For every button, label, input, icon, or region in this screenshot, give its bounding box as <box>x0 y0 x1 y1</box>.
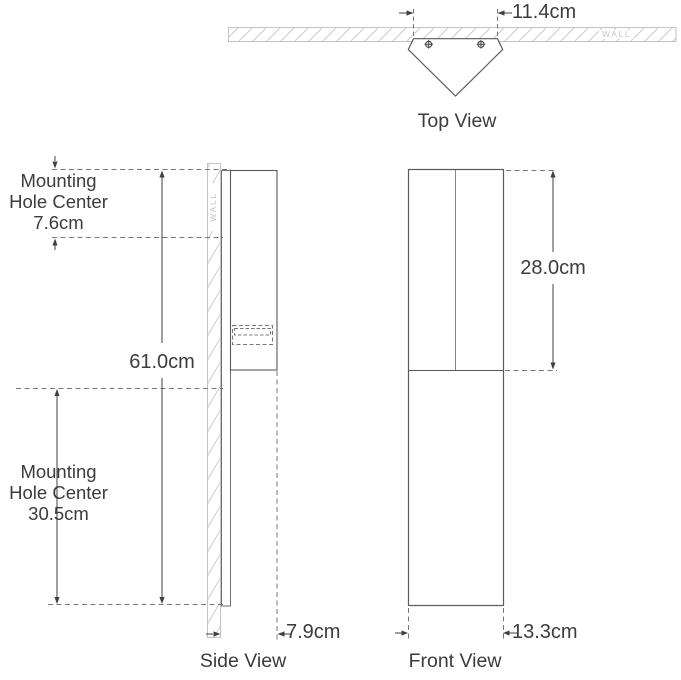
dimension-61-0 <box>159 170 165 604</box>
front-view-drawing <box>395 168 557 640</box>
dim-label-overall-height: 61.0cm <box>129 351 195 373</box>
extension-lines-11-4 <box>413 9 498 42</box>
wall-label-side: WALL <box>208 183 220 231</box>
side-view-drawing <box>16 156 292 641</box>
fixture-canopy-outline <box>407 38 504 97</box>
front-view-title: Front View <box>408 650 502 672</box>
top-view-drawing <box>228 9 677 97</box>
reference-lines-side <box>16 169 278 641</box>
top-view-title: Top View <box>417 110 497 132</box>
upper-mount-label: Mounting Hole Center 7.6cm <box>9 170 108 233</box>
fixture-body-side-outline <box>229 169 278 371</box>
screw-icon <box>424 40 433 49</box>
reference-lines-front <box>408 170 557 640</box>
screw-icon <box>476 40 486 49</box>
dimension-arrows-11-4 <box>399 10 512 16</box>
wall-section-side <box>207 163 221 638</box>
lower-mount-label: Mounting Hole Center 30.5cm <box>9 461 108 524</box>
side-view-title: Side View <box>199 650 287 672</box>
dimension-30-5 <box>54 389 60 604</box>
dim-label-top-width: 11.4cm <box>512 1 577 23</box>
hidden-bracket-detail <box>231 324 274 346</box>
dimension-28-0 <box>550 170 556 370</box>
dim-label-upper-section: 28.0cm <box>520 257 586 279</box>
dim-label-depth: 7.9cm <box>286 621 341 643</box>
dim-label-front-width: 13.3cm <box>512 621 578 643</box>
dimension-arrows-7-6 <box>52 156 58 250</box>
wall-label-top: WALL <box>599 30 635 39</box>
dimension-arrows-13-3 <box>395 630 517 636</box>
dimension-arrows-7-9 <box>206 631 292 637</box>
